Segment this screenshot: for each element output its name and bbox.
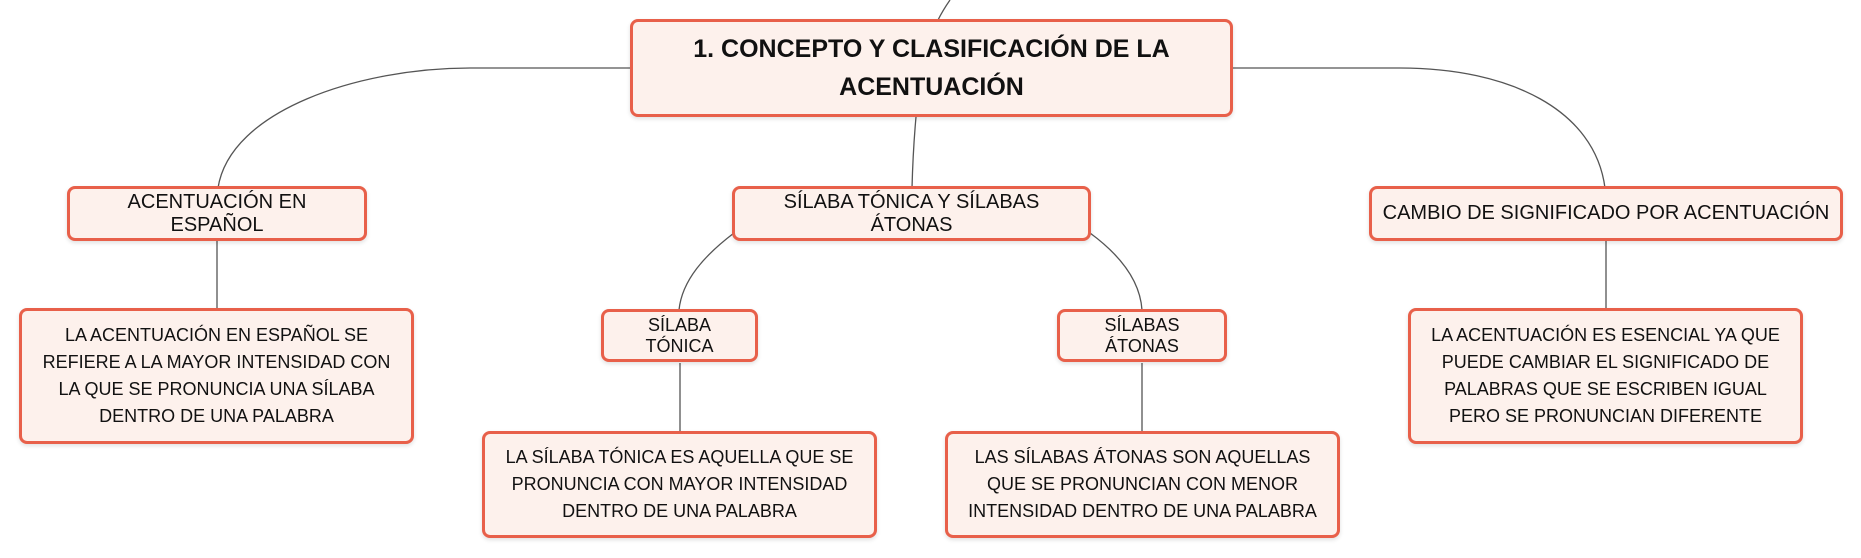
topic-node-cambio-significado[interactable]: CAMBIO DE SIGNIFICADO POR ACENTUACIÓN (1369, 186, 1843, 241)
topic-node-acentuacion-espanol[interactable]: ACENTUACIÓN EN ESPAÑOL (67, 186, 367, 241)
detail-text: LA SÍLABA TÓNICA ES AQUELLA QUE SE PRONU… (505, 447, 854, 521)
topic-node-silaba-tonica-atonas[interactable]: SÍLABA TÓNICA Y SÍLABAS ÁTONAS (732, 186, 1091, 241)
connector-center-to-atonas (1089, 232, 1143, 311)
subtopic-text: SÍLABA TÓNICA (645, 314, 714, 356)
topic-text: CAMBIO DE SIGNIFICADO POR ACENTUACIÓN (1382, 202, 1830, 224)
detail-node-acentuacion-espanol[interactable]: LA ACENTUACIÓN EN ESPAÑOL SE REFIERE A L… (19, 308, 414, 444)
detail-text: LA ACENTUACIÓN ES ESENCIAL YA QUE PUEDE … (1431, 325, 1780, 426)
topic-text: ACENTUACIÓN EN ESPAÑOL (127, 190, 307, 236)
detail-node-silabas-atonas[interactable]: LAS SÍLABAS ÁTONAS SON AQUELLAS QUE SE P… (945, 431, 1340, 538)
subtopic-node-silabas-atonas[interactable]: SÍLABAS ÁTONAS (1057, 309, 1227, 362)
connector-main-to-left-branch (217, 67, 635, 189)
connector-main-to-right-branch (1232, 67, 1606, 189)
connector-center-to-tonica (678, 232, 735, 311)
main-topic-node[interactable]: 1. CONCEPTO Y CLASIFICACIÓN DE LA ACENTU… (630, 19, 1233, 117)
topic-text: SÍLABA TÓNICA Y SÍLABAS ÁTONAS (783, 190, 1040, 236)
connector-main-to-center-branch (911, 116, 917, 189)
detail-text: LA ACENTUACIÓN EN ESPAÑOL SE REFIERE A L… (42, 325, 391, 426)
subtopic-node-silaba-tonica[interactable]: SÍLABA TÓNICA (601, 309, 758, 362)
main-topic-text: 1. CONCEPTO Y CLASIFICACIÓN DE LA ACENTU… (693, 35, 1170, 101)
connector-parent-to-main (937, 0, 951, 21)
detail-node-cambio-significado[interactable]: LA ACENTUACIÓN ES ESENCIAL YA QUE PUEDE … (1408, 308, 1803, 444)
subtopic-text: SÍLABAS ÁTONAS (1104, 314, 1180, 356)
detail-node-silaba-tonica[interactable]: LA SÍLABA TÓNICA ES AQUELLA QUE SE PRONU… (482, 431, 877, 538)
detail-text: LAS SÍLABAS ÁTONAS SON AQUELLAS QUE SE P… (968, 447, 1317, 521)
